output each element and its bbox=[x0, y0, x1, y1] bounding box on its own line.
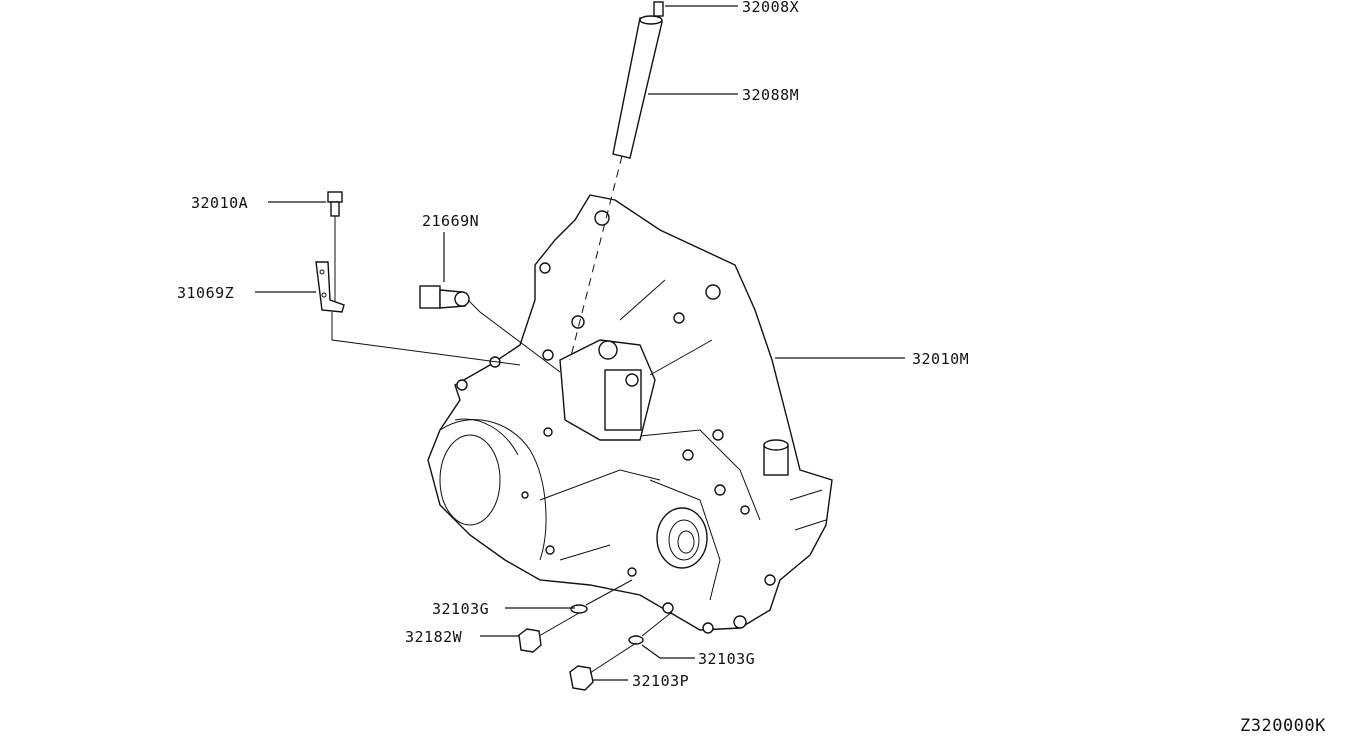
plug-32182w[interactable] bbox=[518, 612, 580, 653]
shift-rod-tube[interactable] bbox=[569, 1, 664, 361]
label-32010a: 32010A bbox=[191, 194, 248, 212]
label-21669n: 21669N bbox=[422, 212, 479, 230]
label-32008x: 32008X bbox=[742, 0, 799, 16]
label-32182w: 32182W bbox=[405, 628, 463, 646]
plug-32103p[interactable] bbox=[569, 642, 637, 691]
label-31069z: 31069Z bbox=[177, 284, 234, 302]
label-32103g-right: 32103G bbox=[698, 650, 755, 668]
bracket-31069z[interactable] bbox=[315, 261, 521, 366]
sensor-21669n[interactable] bbox=[419, 285, 561, 373]
bolt-32010a[interactable] bbox=[327, 191, 343, 310]
label-32088m: 32088M bbox=[742, 86, 799, 104]
washer-32103g-right[interactable] bbox=[628, 611, 673, 645]
leader-lines bbox=[255, 5, 905, 681]
label-32103g-left: 32103G bbox=[432, 600, 489, 618]
diagram-code: Z320000K bbox=[1240, 716, 1326, 736]
transmission-case[interactable] bbox=[427, 194, 833, 634]
label-32010m: 32010M bbox=[912, 350, 969, 368]
label-32103p: 32103P bbox=[632, 672, 689, 690]
